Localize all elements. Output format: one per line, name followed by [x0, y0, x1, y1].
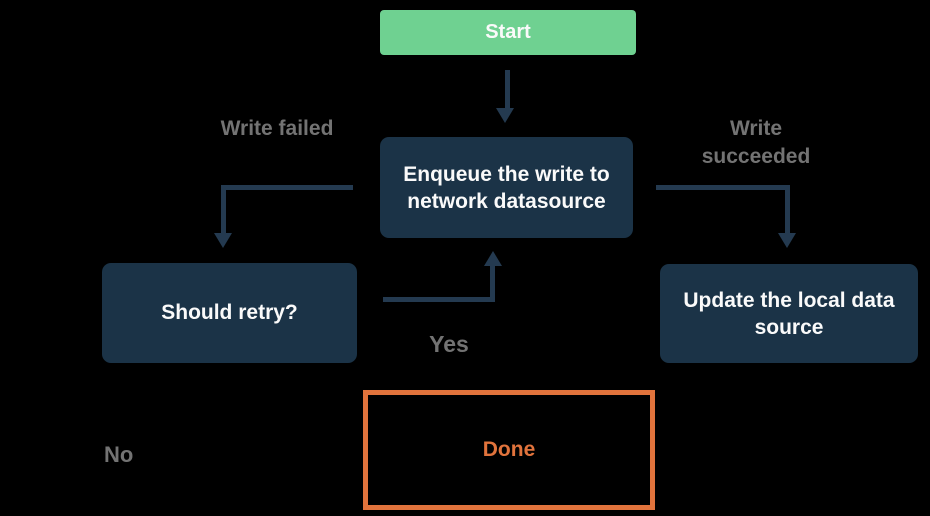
node-update-local-source-label: Update the local data source — [683, 288, 895, 339]
node-done: Done — [363, 390, 655, 510]
arrow-down-icon — [496, 108, 514, 123]
node-update-local-source: Update the local data source — [660, 264, 918, 363]
edge-label-write-succeeded: Write succeeded — [701, 117, 811, 168]
node-enqueue-write-label: Enqueue the write to network datasource — [403, 162, 610, 213]
arrow-enqueue-to-update-local-hline — [656, 185, 790, 190]
arrow-down-icon — [214, 233, 232, 248]
arrow-enqueue-to-update-local-vline — [785, 185, 790, 233]
node-start: Start — [380, 10, 636, 55]
arrow-enqueue-to-should-retry-hline — [223, 185, 353, 190]
edge-label-no: No — [104, 442, 134, 467]
arrow-enqueue-to-should-retry-vline — [221, 185, 226, 233]
arrow-down-icon — [778, 233, 796, 248]
arrow-should-retry-to-enqueue-hline — [383, 297, 495, 302]
arrow-start-to-enqueue-line — [505, 70, 510, 110]
node-enqueue-write: Enqueue the write to network datasource — [380, 137, 633, 238]
edge-label-yes: Yes — [429, 331, 469, 357]
node-should-retry: Should retry? — [102, 263, 357, 363]
arrow-should-retry-to-enqueue-vline — [490, 266, 495, 300]
node-should-retry-label: Should retry? — [161, 301, 298, 324]
node-start-label: Start — [485, 21, 531, 43]
arrow-up-icon — [484, 251, 502, 266]
node-done-label: Done — [482, 438, 536, 461]
edge-label-write-failed: Write failed — [220, 117, 334, 140]
